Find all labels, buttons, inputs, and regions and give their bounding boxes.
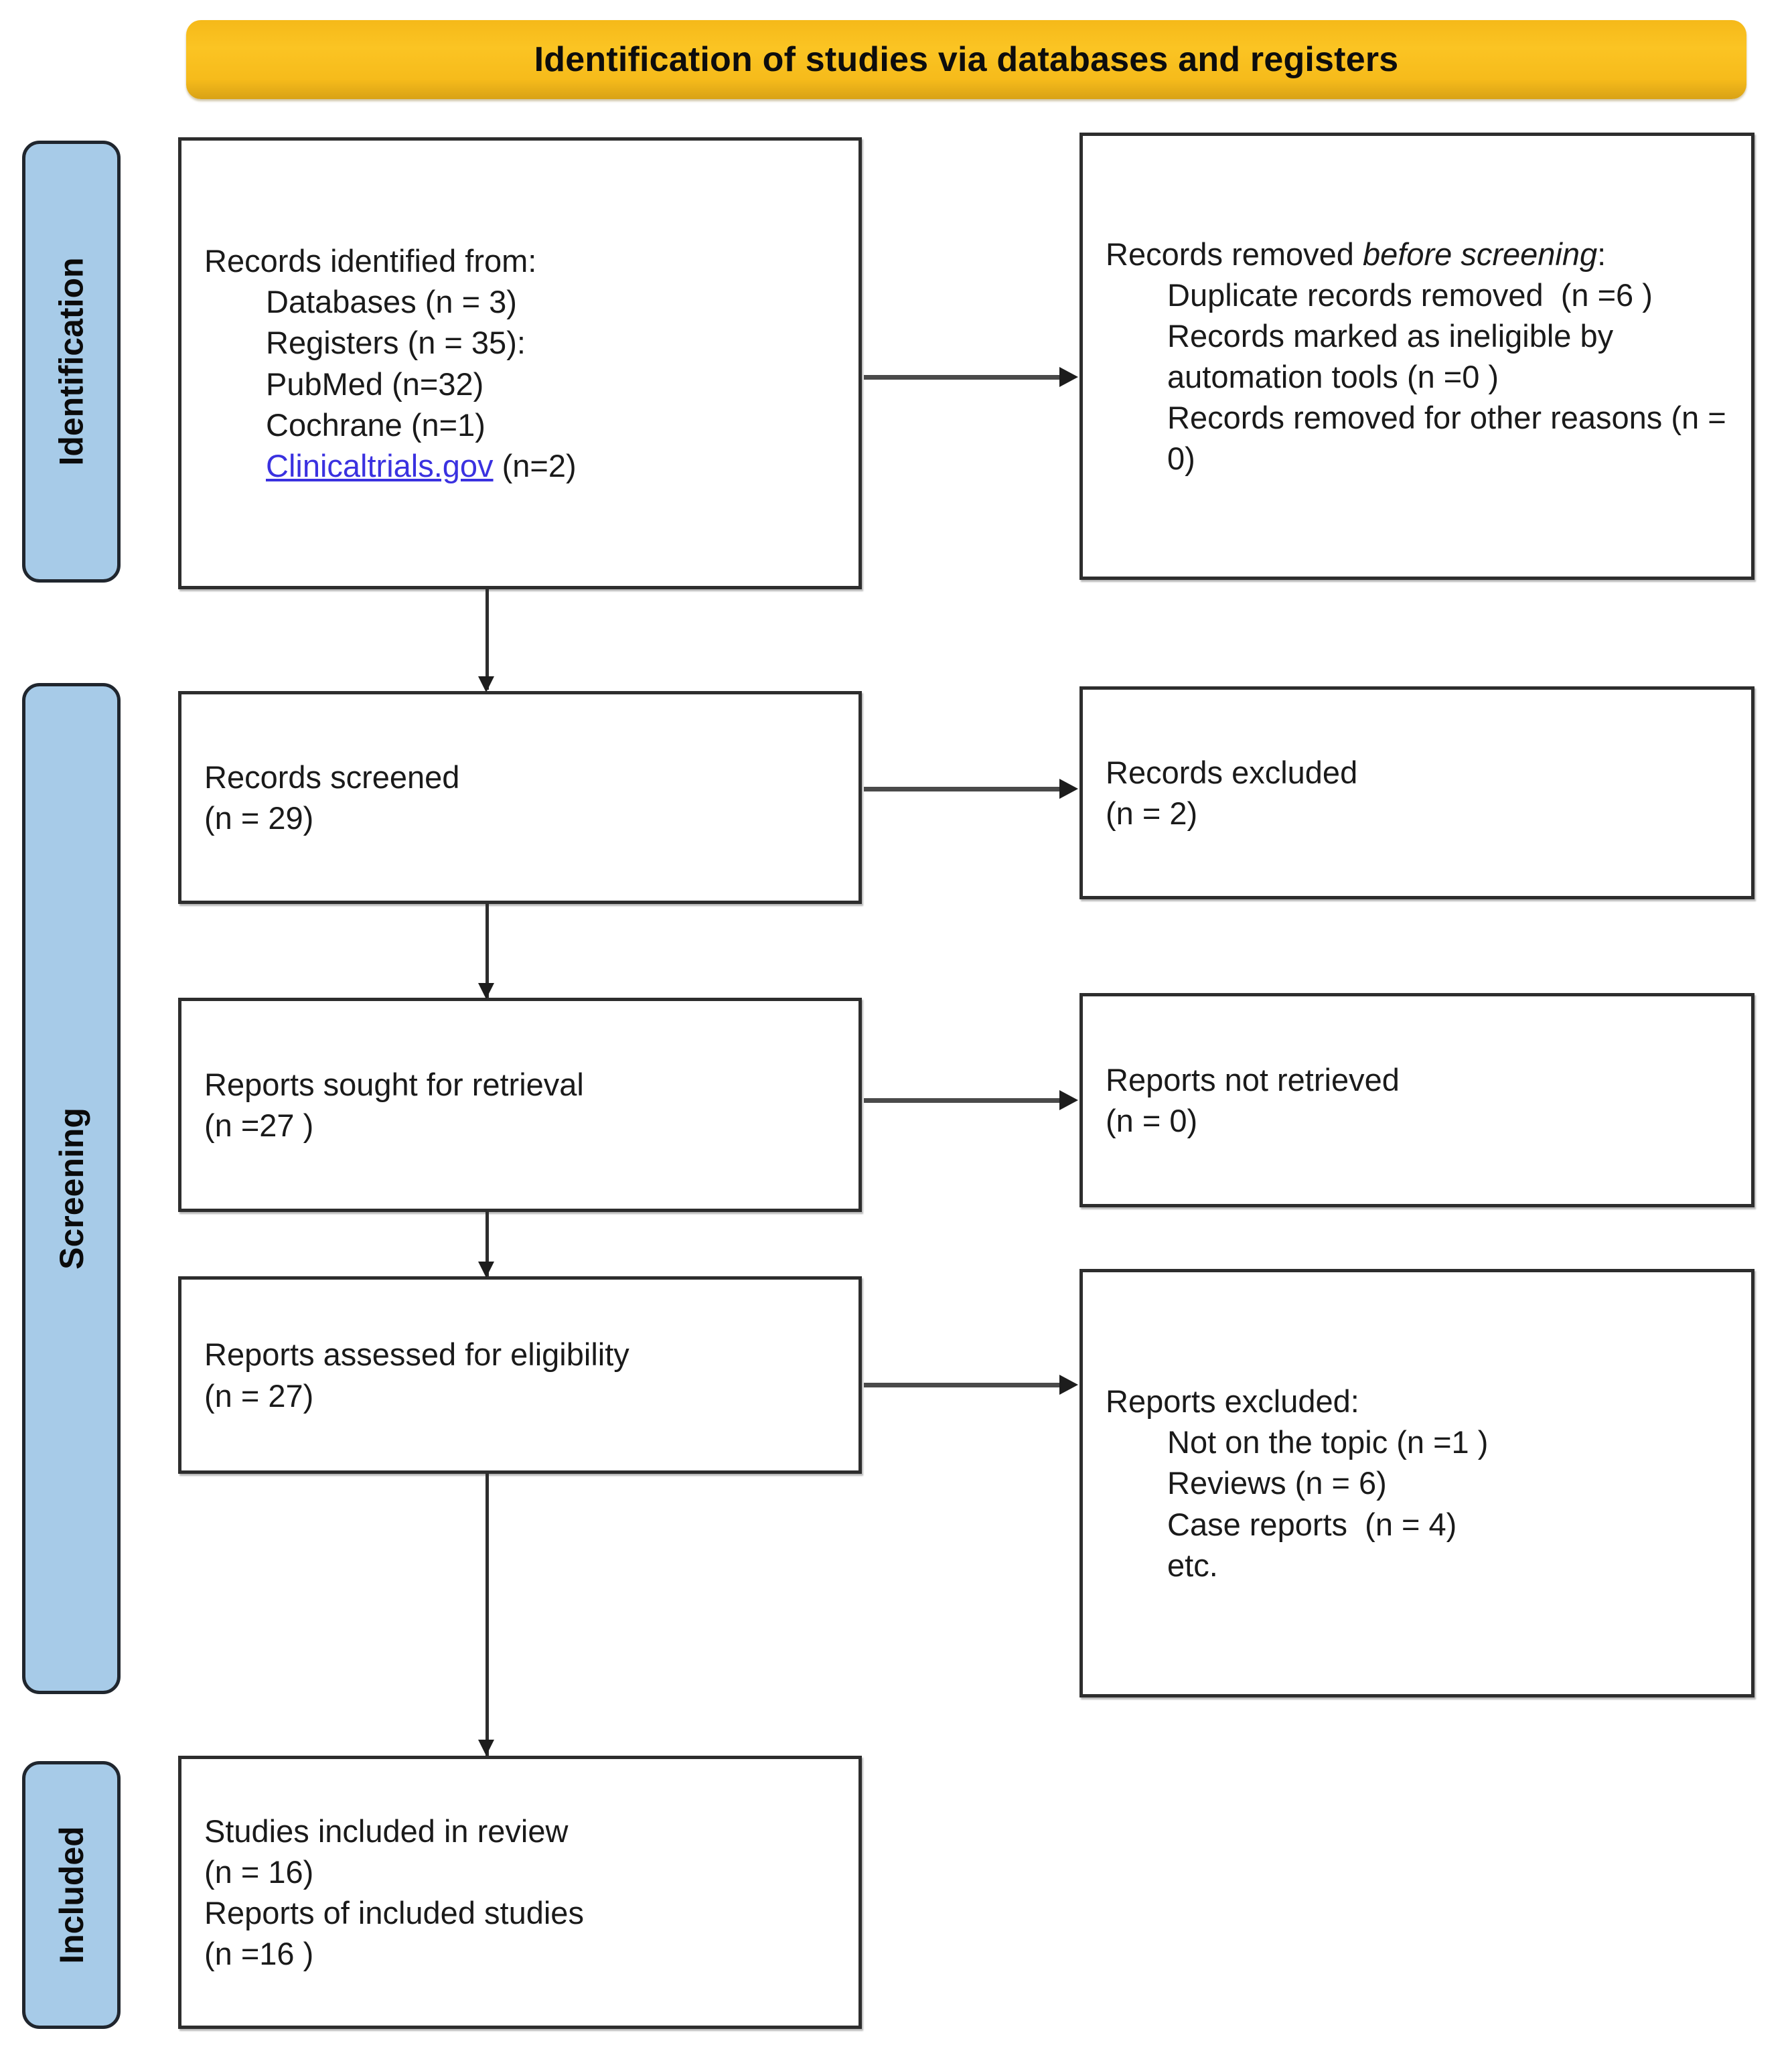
studies-included-label: Studies included in review — [204, 1813, 569, 1849]
arrowhead-down-icon — [478, 1740, 494, 1756]
reports-not-retrieved-count: (n = 0) — [1106, 1103, 1198, 1138]
box-records-removed-before-screening: Records removed before screening: Duplic… — [1079, 133, 1754, 580]
phase-label-screening: Screening — [52, 1108, 90, 1270]
phase-tab-included: Included — [22, 1761, 121, 2029]
reports-excluded-case-reports: Case reports (n = 4) — [1167, 1506, 1457, 1542]
arrowhead-right-icon — [1059, 367, 1078, 387]
reports-excluded-not-on-topic: Not on the topic (n =1 ) — [1167, 1424, 1489, 1460]
box-records-screened: Records screened (n = 29) — [178, 691, 862, 904]
clinicaltrials-gov-link[interactable]: Clinicaltrials.gov — [266, 447, 494, 483]
records-identified-heading: Records identified from: — [204, 243, 537, 279]
clinicaltrials-count: (n=2) — [493, 447, 577, 483]
box-records-excluded: Records excluded (n = 2) — [1079, 686, 1754, 899]
arrowhead-right-icon — [1059, 779, 1078, 799]
records-removed-other-reasons: Records removed for other reasons (n = 0… — [1167, 400, 1735, 477]
arrowhead-down-icon — [478, 676, 494, 692]
records-identified-registers: Registers (n = 35): — [266, 325, 526, 361]
phase-tab-identification: Identification — [22, 141, 121, 583]
connector-assessed-to-reports-excluded — [864, 1383, 1061, 1387]
records-removed-heading-italic-screening: screening — [1461, 236, 1598, 272]
reports-excluded-etc: etc. — [1167, 1547, 1218, 1583]
reports-excluded-reviews: Reviews (n = 6) — [1167, 1465, 1387, 1501]
box-studies-included-in-review: Studies included in review (n = 16) Repo… — [178, 1756, 862, 2029]
connector-sought-to-not-retrieved — [864, 1098, 1061, 1103]
banner-title: Identification of studies via databases … — [534, 40, 1399, 79]
reports-excluded-heading: Reports excluded: — [1106, 1383, 1359, 1420]
studies-included-count: (n = 16) — [204, 1853, 314, 1890]
records-excluded-label: Records excluded — [1106, 754, 1358, 790]
arrowhead-right-icon — [1059, 1090, 1078, 1110]
records-identified-pubmed: PubMed (n=32) — [266, 366, 484, 402]
connector-assessed-to-included — [486, 1473, 489, 1756]
reports-of-included-studies-label: Reports of included studies — [204, 1895, 584, 1930]
records-identified-clinicaltrials-row: Clinicaltrials.gov (n=2) — [204, 445, 836, 486]
phase-tab-screening: Screening — [22, 683, 121, 1694]
records-removed-heading-italic-before: before — [1363, 236, 1452, 272]
reports-of-included-studies-count: (n =16 ) — [204, 1936, 314, 1972]
records-removed-heading-colon: : — [1597, 236, 1607, 272]
arrowhead-down-icon — [478, 1262, 494, 1278]
connector-identified-to-removed — [864, 375, 1061, 380]
box-reports-sought-for-retrieval: Reports sought for retrieval (n =27 ) — [178, 998, 862, 1212]
records-screened-count: (n = 29) — [204, 800, 314, 836]
records-identified-databases: Databases (n = 3) — [266, 284, 517, 320]
records-screened-label: Records screened — [204, 759, 460, 795]
reports-sought-count: (n =27 ) — [204, 1108, 314, 1143]
phase-label-identification: Identification — [52, 257, 90, 466]
arrowhead-down-icon — [478, 983, 494, 999]
records-identified-cochrane: Cochrane (n=1) — [266, 406, 486, 443]
arrowhead-right-icon — [1059, 1375, 1078, 1395]
phase-label-included: Included — [52, 1826, 90, 1964]
records-removed-heading: Records removed before screening: — [1106, 234, 1728, 275]
box-reports-not-retrieved: Reports not retrieved (n = 0) — [1079, 993, 1754, 1207]
reports-not-retrieved-label: Reports not retrieved — [1106, 1061, 1400, 1097]
box-reports-assessed-for-eligibility: Reports assessed for eligibility (n = 27… — [178, 1276, 862, 1474]
connector-identified-to-screened — [486, 589, 489, 690]
reports-assessed-count: (n = 27) — [204, 1377, 314, 1414]
box-reports-excluded: Reports excluded: Not on the topic (n =1… — [1079, 1269, 1754, 1697]
reports-assessed-label: Reports assessed for eligibility — [204, 1337, 629, 1373]
connector-screened-to-records-excluded — [864, 787, 1061, 791]
connector-sought-to-assessed — [486, 1212, 489, 1276]
records-removed-heading-plain: Records removed — [1106, 236, 1363, 272]
records-removed-ineligible-automation: Records marked as ineligible by automati… — [1167, 317, 1623, 394]
records-removed-duplicates: Duplicate records removed (n =6 ) — [1167, 277, 1653, 313]
diagram-header-banner: Identification of studies via databases … — [186, 20, 1746, 99]
reports-sought-label: Reports sought for retrieval — [204, 1066, 584, 1102]
records-excluded-count: (n = 2) — [1106, 795, 1198, 831]
connector-screened-to-sought — [486, 904, 489, 998]
box-records-identified: Records identified from: Databases (n = … — [178, 137, 862, 589]
